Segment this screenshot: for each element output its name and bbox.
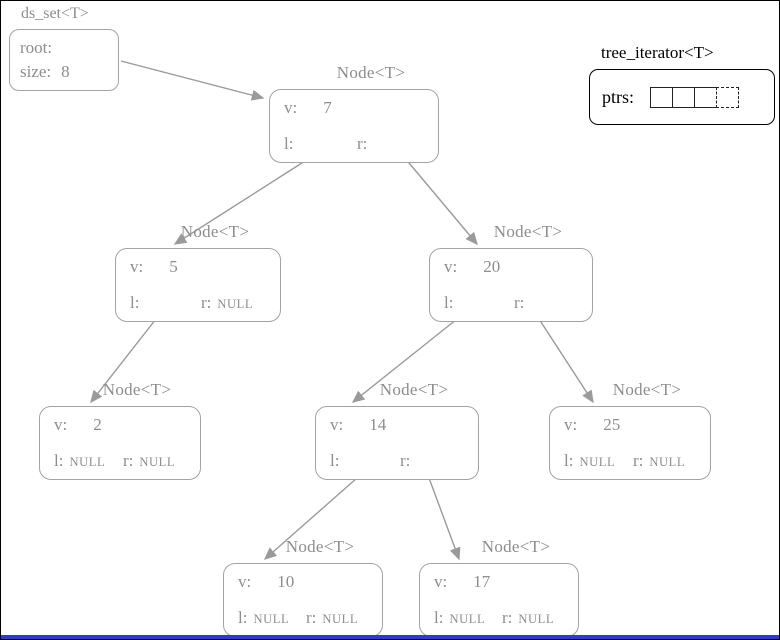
v-value: 17 xyxy=(473,572,491,591)
ptr-cell xyxy=(650,86,674,108)
ptr-cell-dashed xyxy=(716,86,740,108)
ptrs-array xyxy=(650,86,740,108)
ds-set-title: ds_set<T> xyxy=(21,5,89,22)
left-pointer: l: xyxy=(330,451,340,470)
left-pointer-value: NULL xyxy=(253,612,290,626)
tree-node-25: Node<T> v: 25 l:NULL r:NULL xyxy=(549,380,711,480)
left-pointer: l:NULL xyxy=(434,608,486,627)
ds-set-group: ds_set<T> root: size: 8 xyxy=(9,5,119,91)
node-box: v: 10 l:NULL r:NULL xyxy=(223,563,383,637)
node-type-label: Node<T> xyxy=(481,537,551,556)
v-label: v: xyxy=(284,98,298,117)
v-value: 5 xyxy=(169,257,178,276)
v-value: 7 xyxy=(323,98,332,117)
tree-iterator-title: tree_iterator<T> xyxy=(601,43,714,62)
v-label: v: xyxy=(434,572,448,591)
right-pointer-value: NULL xyxy=(139,455,176,469)
right-pointer: r: xyxy=(514,293,525,312)
right-pointer-value: NULL xyxy=(518,612,555,626)
left-pointer: l: xyxy=(284,134,294,153)
size-value: 8 xyxy=(61,62,70,81)
node-type-label: Node<T> xyxy=(102,380,172,399)
right-pointer: r:NULL xyxy=(502,608,555,627)
left-pointer: l: xyxy=(444,293,454,312)
size-label: size: xyxy=(20,62,52,81)
node-type-label: Node<T> xyxy=(493,222,563,241)
tree-node-20: Node<T> v: 20 l: r: xyxy=(429,222,593,322)
left-pointer-value: NULL xyxy=(449,612,486,626)
root-field: root: xyxy=(20,36,118,60)
node-type-label: Node<T> xyxy=(285,537,355,556)
left-pointer-value: NULL xyxy=(579,455,616,469)
right-pointer: r:NULL xyxy=(123,451,176,470)
root-label: root: xyxy=(20,38,53,57)
left-pointer: l:NULL xyxy=(54,451,106,470)
tree-node-17: Node<T> v: 17 l:NULL r:NULL xyxy=(419,537,579,637)
v-value: 2 xyxy=(93,415,102,434)
v-label: v: xyxy=(564,415,578,434)
size-field: size: 8 xyxy=(20,60,118,84)
node-box: v: 5 l: r:NULL xyxy=(115,248,281,322)
v-label: v: xyxy=(238,572,252,591)
ptr-cell xyxy=(694,86,718,108)
tree-iterator-group: tree_iterator<T> ptrs: xyxy=(589,43,775,125)
v-label: v: xyxy=(130,257,144,276)
node-type-label: Node<T> xyxy=(612,380,682,399)
ds-set-box: root: size: 8 xyxy=(9,29,119,91)
v-label: v: xyxy=(54,415,68,434)
ptrs-label: ptrs: xyxy=(602,86,635,107)
ptr-cell xyxy=(672,86,696,108)
right-pointer: r:NULL xyxy=(201,293,254,312)
v-value: 25 xyxy=(603,415,621,434)
left-pointer-value: NULL xyxy=(69,455,106,469)
node-box: v: 25 l:NULL r:NULL xyxy=(549,406,711,480)
arrow-root-to-7 xyxy=(120,60,265,101)
right-pointer-value: NULL xyxy=(322,612,359,626)
v-value: 14 xyxy=(369,415,387,434)
bottom-edge-bar xyxy=(1,635,779,639)
tree-iterator-box: ptrs: xyxy=(589,69,775,125)
node-box: v: 14 l: r: xyxy=(315,406,479,480)
right-pointer: r:NULL xyxy=(306,608,359,627)
tree-node-2: Node<T> v: 2 l:NULL r:NULL xyxy=(39,380,201,480)
node-type-label: Node<T> xyxy=(180,222,250,241)
right-pointer: r:NULL xyxy=(633,451,686,470)
right-pointer: r: xyxy=(400,451,411,470)
tree-node-10: Node<T> v: 10 l:NULL r:NULL xyxy=(223,537,383,637)
node-type-label: Node<T> xyxy=(379,380,449,399)
node-box: v: 17 l:NULL r:NULL xyxy=(419,563,579,637)
v-label: v: xyxy=(330,415,344,434)
v-value: 10 xyxy=(277,572,295,591)
node-box: v: 20 l: r: xyxy=(429,248,593,322)
left-pointer: l:NULL xyxy=(238,608,290,627)
right-pointer: r: xyxy=(357,134,368,153)
left-pointer: l:NULL xyxy=(564,451,616,470)
right-pointer-value: NULL xyxy=(649,455,686,469)
node-box: v: 7 l: r: xyxy=(269,89,439,163)
v-value: 20 xyxy=(483,257,501,276)
v-label: v: xyxy=(444,257,458,276)
tree-node-14: Node<T> v: 14 l: r: xyxy=(315,380,479,480)
tree-node-5: Node<T> v: 5 l: r:NULL xyxy=(115,222,281,322)
right-pointer-value: NULL xyxy=(217,297,254,311)
tree-node-7: Node<T> v: 7 l: r: xyxy=(269,63,439,163)
node-type-label: Node<T> xyxy=(336,63,406,82)
left-pointer: l: xyxy=(130,293,140,312)
node-box: v: 2 l:NULL r:NULL xyxy=(39,406,201,480)
